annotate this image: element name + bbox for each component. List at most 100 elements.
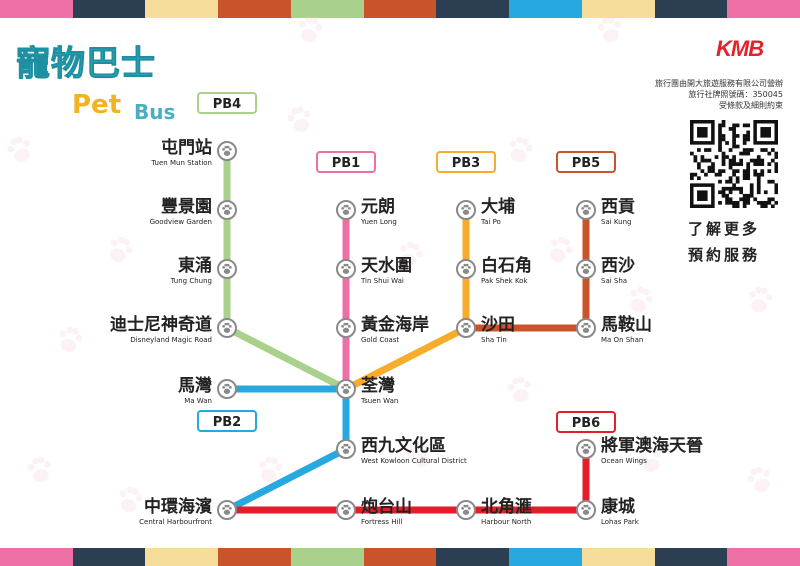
qr-code-icon[interactable] — [690, 120, 778, 208]
paw-print-icon — [744, 463, 776, 496]
paw-print-icon — [285, 104, 315, 135]
route-label-text: PB6 — [572, 416, 600, 431]
stripe-segment — [509, 548, 582, 566]
stripe-segment — [436, 0, 510, 18]
stripe-segment — [727, 0, 800, 18]
station-name-zh: 康城 — [601, 496, 635, 517]
station-name-en: Sai Sha — [601, 277, 627, 285]
logo-title-pet: Pet — [72, 90, 122, 120]
station-name-zh: 迪士尼神奇道 — [110, 314, 212, 335]
station-name-en: Gold Coast — [361, 336, 399, 344]
paw-print-icon — [596, 15, 624, 45]
stripe-segment — [581, 0, 655, 18]
station-name-en: Tai Po — [480, 218, 501, 226]
booking-service-text: 預約服務 — [688, 246, 761, 264]
stripe-segment — [654, 548, 728, 566]
paw-print-icon — [115, 484, 145, 515]
route-label-box — [197, 92, 257, 114]
stripe-segment — [363, 0, 437, 18]
route-label-pb4: PB4 — [197, 92, 257, 114]
station-name-zh: 北角滙 — [481, 496, 532, 517]
station-name-zh: 荃灣 — [361, 375, 395, 396]
route-label-pb3: PB3 — [436, 151, 496, 173]
station-name-en: Ma On Shan — [601, 336, 643, 344]
paw-print-icon — [505, 134, 535, 165]
station-name-en: Ma Wan — [184, 397, 212, 405]
station-name-zh: 馬灣 — [178, 375, 212, 396]
licence-info: 旅行社牌照號碼：350045 — [688, 90, 783, 99]
route-line-pb3 — [342, 206, 470, 393]
station-name-zh: 炮台山 — [361, 496, 412, 517]
station-name-zh: 東涌 — [178, 255, 212, 276]
station-name-en: Goodview Garden — [150, 218, 212, 226]
paw-print-icon — [4, 133, 36, 166]
station-name-zh: 白石角 — [481, 255, 532, 276]
station-name-en: Central Harbourfront — [139, 518, 212, 526]
stripe-segment — [509, 0, 582, 18]
stripe-segment — [654, 0, 728, 18]
station-name-zh: 豐景園 — [161, 196, 212, 217]
route-label-box — [316, 151, 376, 173]
station-name-zh: 黃金海岸 — [360, 314, 429, 335]
top-color-stripe — [0, 0, 800, 18]
stripe-segment — [0, 548, 73, 566]
station-name-en: Harbour North — [481, 518, 531, 526]
route-label-pb6: PB6 — [556, 411, 616, 433]
station-name-en: Yuen Long — [360, 218, 397, 226]
route-label-box — [556, 411, 616, 433]
stripe-segment — [72, 0, 146, 18]
route-label-pb2: PB2 — [197, 410, 257, 432]
route-line-pb4 — [223, 147, 350, 393]
route-label-box — [436, 151, 496, 173]
route-label-pb5: PB5 — [556, 151, 616, 173]
station-name-zh: 沙田 — [481, 315, 515, 335]
stripe-segment — [0, 0, 73, 18]
route-label-text: PB5 — [572, 156, 600, 171]
station-name-zh: 中環海濱 — [144, 496, 212, 517]
stripe-segment — [436, 548, 510, 566]
stripe-segment — [290, 0, 364, 18]
paw-print-icon — [26, 455, 54, 485]
station-name-zh: 元朗 — [361, 196, 395, 217]
stripe-segment — [72, 548, 146, 566]
station-name-en: Sha Tin — [481, 336, 507, 344]
paw-print-icon — [506, 375, 534, 405]
route-label-text: PB3 — [452, 156, 480, 171]
stripe-segment — [290, 548, 364, 566]
paw-print-icon — [104, 233, 137, 267]
station-name-en: Ocean Wings — [601, 457, 647, 465]
station-name-zh: 屯門站 — [161, 137, 212, 158]
operator-info: 旅行團由開大旅遊服務有限公司營辦 — [655, 79, 783, 88]
route-line-pb2 — [223, 385, 350, 514]
stripe-segment — [145, 0, 219, 18]
logo-title-zh: 寵物巴士 — [16, 44, 156, 85]
kmb-logo: KMB — [716, 36, 764, 61]
station-name-en: Sai Kung — [601, 218, 631, 226]
station-name-en: Disneyland Magic Road — [130, 336, 212, 344]
stripe-segment — [218, 0, 291, 18]
station-name-zh: 西九文化區 — [361, 435, 446, 456]
